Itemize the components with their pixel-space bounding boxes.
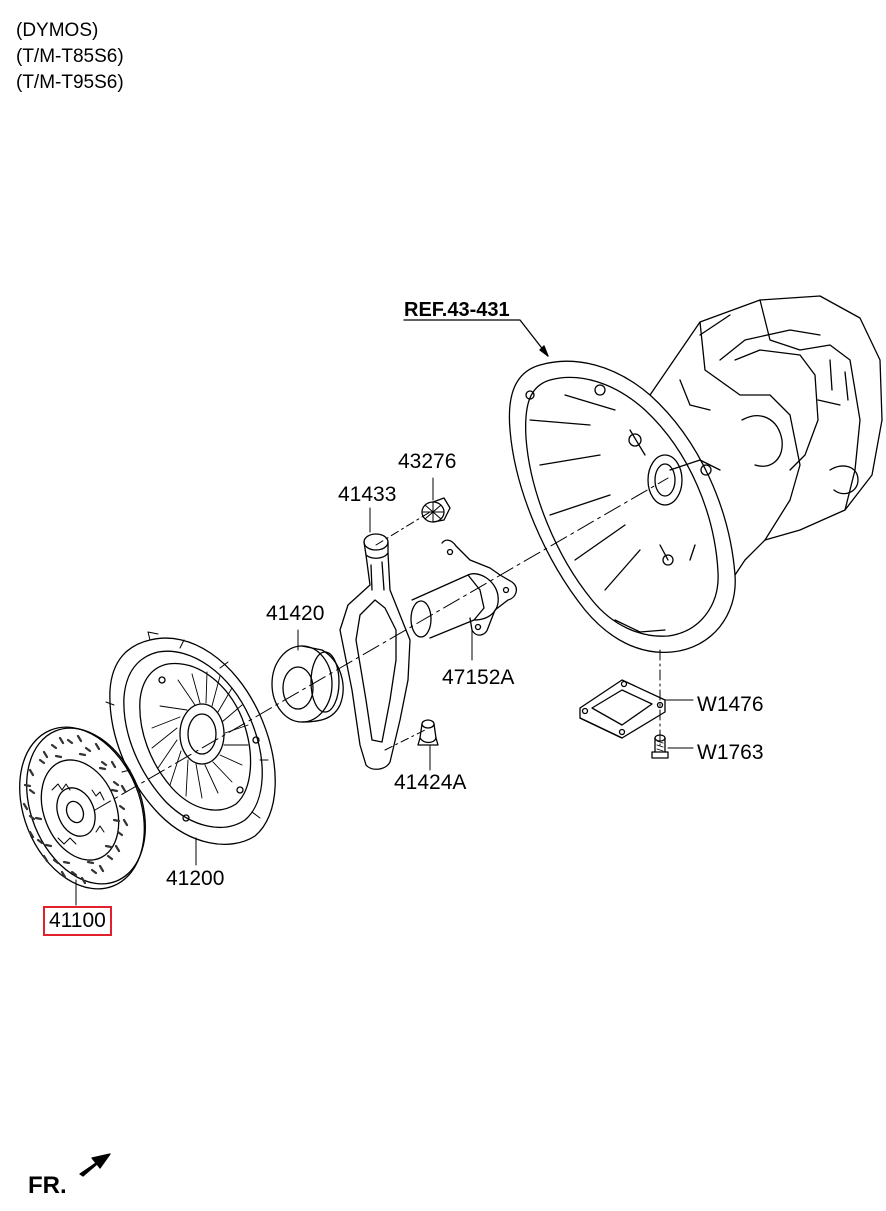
leader-lines <box>75 477 694 906</box>
part-label-w1763[interactable]: W1763 <box>697 741 764 764</box>
shaft-centerline <box>94 477 669 811</box>
diagram-header: (DYMOS) (T/M-T85S6) (T/M-T95S6) <box>16 18 124 96</box>
ref-label: REF.43-431 <box>404 299 510 321</box>
bushing-centerline <box>375 511 431 546</box>
front-direction-label: FR. <box>28 1172 67 1199</box>
part-label-41433[interactable]: 41433 <box>338 483 397 506</box>
pressure-plate-41200 <box>105 631 276 847</box>
header-line-tm2: (T/M-T95S6) <box>16 72 124 93</box>
front-direction-arrow-icon <box>79 1153 111 1177</box>
ref-arrow <box>403 319 549 357</box>
bolt-w1763 <box>651 734 669 759</box>
part-label-41200[interactable]: 41200 <box>166 867 225 890</box>
clutch-fork-41433 <box>339 533 411 770</box>
part-label-41420[interactable]: 41420 <box>266 602 325 625</box>
pivot-41424a <box>417 719 439 746</box>
release-bearing-41420 <box>271 645 344 723</box>
header-line-maker: (DYMOS) <box>16 20 99 41</box>
part-label-41424a[interactable]: 41424A <box>394 771 467 794</box>
bushing-43276 <box>421 497 451 523</box>
header-line-tm1: (T/M-T85S6) <box>16 46 124 67</box>
bearing-retainer-47152a <box>410 539 518 639</box>
part-label-w1476[interactable]: W1476 <box>697 693 764 716</box>
gasket-w1476 <box>579 679 666 739</box>
part-label-47152a[interactable]: 47152A <box>442 666 515 689</box>
part-label-43276[interactable]: 43276 <box>398 450 457 473</box>
pivot-centerline <box>384 729 426 751</box>
transmission-housing <box>508 295 883 654</box>
clutch-disc-41100 <box>19 726 146 890</box>
part-label-41100-highlighted[interactable]: 41100 <box>43 906 112 936</box>
